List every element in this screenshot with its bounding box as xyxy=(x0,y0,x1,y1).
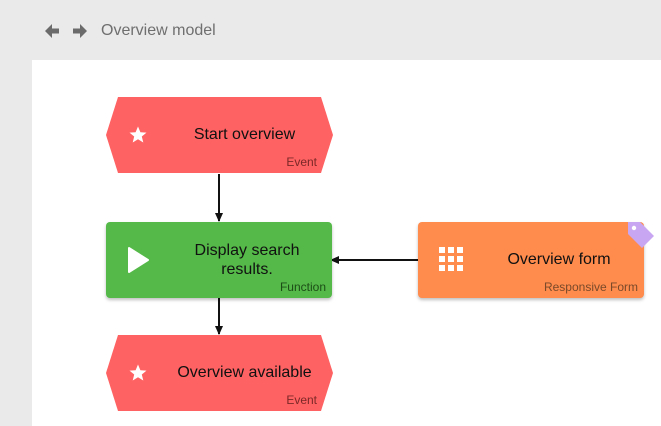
tag-icon[interactable] xyxy=(626,220,656,250)
node-label: Overview form xyxy=(507,251,611,268)
arrow-left-icon xyxy=(45,24,59,38)
form-node[interactable]: Overview form Responsive Form xyxy=(418,222,654,298)
star-icon xyxy=(129,126,147,143)
model-title: Overview model xyxy=(101,22,216,39)
play-icon xyxy=(128,247,149,273)
arrow-right-icon xyxy=(73,24,87,38)
grid-icon xyxy=(439,247,463,271)
toolbar: Overview model xyxy=(0,0,661,60)
forward-button[interactable] xyxy=(69,20,91,42)
back-button[interactable] xyxy=(41,20,63,42)
node-type: Responsive Form xyxy=(543,280,638,294)
node-type: Function xyxy=(279,280,326,294)
start-event-node[interactable]: Start overview Event xyxy=(106,97,333,173)
connections xyxy=(215,174,418,335)
node-type: Event xyxy=(286,393,317,407)
end-event-node[interactable]: Overview available Event xyxy=(106,335,333,411)
star-icon xyxy=(129,364,147,381)
model-canvas[interactable]: Start overview Event Display search resu… xyxy=(32,60,661,426)
node-label: Overview available xyxy=(177,364,312,381)
function-node[interactable]: Display search results. Function xyxy=(106,222,332,298)
node-label: Start overview xyxy=(193,126,296,143)
node-label: Display search results. xyxy=(194,242,300,278)
node-type: Event xyxy=(286,155,317,169)
